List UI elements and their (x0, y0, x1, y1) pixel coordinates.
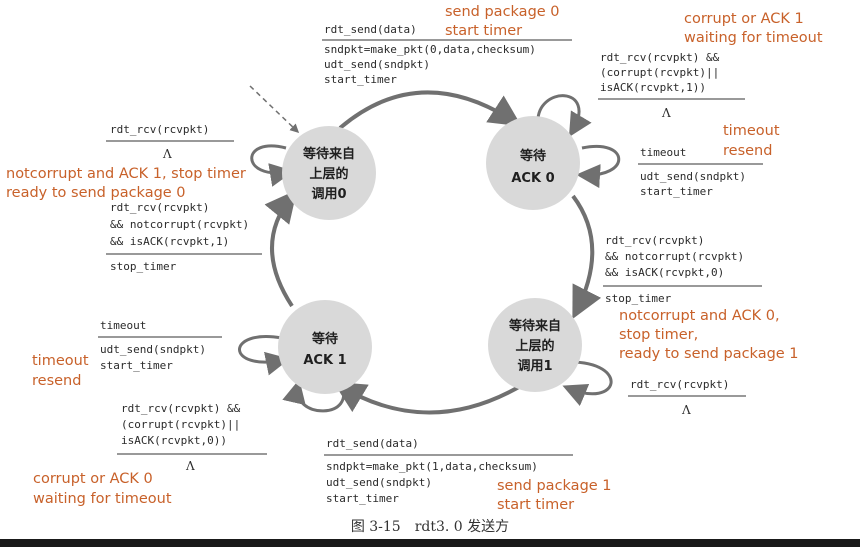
lambda-action: Λ (681, 403, 691, 417)
transition-event: rdt_rcv(rcvpkt) (110, 201, 209, 214)
state-label: 调用1 (517, 359, 552, 374)
note-line: resend (723, 143, 772, 159)
transition-action: start_timer (326, 492, 399, 505)
lambda-action: Λ (162, 147, 172, 161)
note-line: notcorrupt and ACK 1, stop timer (6, 166, 246, 182)
note-send0: send package 0 start timer (445, 4, 560, 39)
transition-action: stop_timer (110, 260, 177, 273)
transition-event: timeout (640, 146, 686, 159)
state-label: 等待来自 (508, 318, 561, 334)
note-line: timeout (723, 123, 780, 139)
transition-event: rdt_send(data) (324, 23, 417, 36)
note-corrupt-ack0: corrupt or ACK 0 waiting for timeout (33, 471, 172, 507)
note-line: start timer (445, 23, 522, 39)
state-label: 等待来自 (302, 146, 355, 162)
transition-event: (corrupt(rcvpkt)|| (121, 418, 240, 431)
note-send1: send package 1 start timer (497, 478, 612, 513)
lambda-action: Λ (185, 459, 195, 473)
transition-action: udt_send(sndpkt) (100, 343, 206, 356)
state-label: ACK 1 (303, 353, 346, 368)
transition-event: && notcorrupt(rcvpkt) (605, 250, 744, 263)
state-wait-ack-0: 等待 ACK 0 (486, 116, 580, 210)
note-line: corrupt or ACK 1 (684, 11, 804, 27)
transition-action: sndpkt=make_pkt(1,data,checksum) (326, 460, 538, 473)
arrow-ack1-to-call0 (264, 189, 298, 308)
state-wait-call-0: 等待来自 上层的 调用0 (282, 126, 376, 220)
transition-action: udt_send(sndpkt) (326, 476, 432, 489)
transition-event: && notcorrupt(rcvpkt) (110, 218, 249, 231)
loop-ack1-timeout (238, 335, 290, 376)
transition-event: rdt_rcv(rcvpkt) && (121, 402, 241, 415)
note-timeout-resend-left: timeout resend (32, 353, 89, 389)
state-label: 上层的 (309, 166, 348, 182)
loop-call0-rcv (250, 144, 294, 187)
note-line: timeout (32, 353, 89, 369)
transition-ack0-self-corrupt: rdt_rcv(rcvpkt) && (corrupt(rcvpkt)|| is… (598, 51, 745, 120)
state-label: ACK 0 (511, 171, 554, 186)
state-label: 调用0 (311, 187, 346, 202)
state-label: 等待 (311, 331, 338, 347)
transition-ack1-timeout: timeout udt_send(sndpkt) start_timer (98, 319, 222, 372)
transition-ack0-to-call1: rdt_rcv(rcvpkt) && notcorrupt(rcvpkt) &&… (603, 234, 762, 305)
transition-ack0-timeout: timeout udt_send(sndpkt) start_timer (638, 146, 763, 198)
transition-action: start_timer (100, 359, 173, 372)
note-line: waiting for timeout (684, 30, 823, 46)
note-timeout-resend-right: timeout resend (723, 123, 780, 159)
transition-call1-self: rdt_rcv(rcvpkt) Λ (628, 378, 746, 417)
note-line: stop timer, (619, 327, 698, 343)
transition-ack1-to-call0: rdt_rcv(rcvpkt) && notcorrupt(rcvpkt) &&… (106, 201, 262, 273)
bottom-edge-bar (0, 539, 860, 547)
transition-event: isACK(rcvpkt,0)) (121, 434, 227, 447)
transition-action: sndpkt=make_pkt(0,data,checksum) (324, 43, 536, 56)
note-line: ready to send package 0 (6, 185, 186, 201)
transition-event: isACK(rcvpkt,1)) (600, 81, 706, 94)
transition-action: start_timer (324, 73, 397, 86)
transition-action: udt_send(sndpkt) (640, 170, 746, 183)
note-line: send package 0 (445, 4, 560, 20)
transition-call0-self: rdt_rcv(rcvpkt) Λ (106, 123, 234, 161)
note-ack1-stop: notcorrupt and ACK 1, stop timer ready t… (6, 166, 246, 201)
transition-ack1-self-corrupt: rdt_rcv(rcvpkt) && (corrupt(rcvpkt)|| is… (117, 402, 267, 473)
state-wait-call-1: 等待来自 上层的 调用1 (488, 298, 582, 392)
note-line: ready to send package 1 (619, 346, 799, 362)
transition-event: timeout (100, 319, 146, 332)
transition-event: rdt_rcv(rcvpkt) (110, 123, 209, 136)
note-line: send package 1 (497, 478, 612, 494)
figure-caption: 图 3-15 rdt3. 0 发送方 (351, 519, 509, 535)
transition-event: rdt_rcv(rcvpkt) (605, 234, 704, 247)
note-ack0-stop: notcorrupt and ACK 0, stop timer, ready … (619, 308, 799, 362)
transition-event: && isACK(rcvpkt,0) (605, 266, 724, 279)
arrow-call1-to-ack1 (333, 381, 526, 415)
lambda-action: Λ (661, 106, 671, 120)
transition-event: && isACK(rcvpkt,1) (110, 235, 229, 248)
transition-call0-to-ack0: rdt_send(data) sndpkt=make_pkt(0,data,ch… (322, 23, 572, 86)
transition-event: (corrupt(rcvpkt)|| (600, 66, 719, 79)
state-label: 等待 (519, 148, 546, 164)
transition-call1-to-ack1: rdt_send(data) sndpkt=make_pkt(1,data,ch… (324, 437, 573, 505)
transition-action: stop_timer (605, 292, 672, 305)
loop-ack0-timeout (576, 144, 621, 189)
loop-call1-rcv (562, 360, 613, 407)
transition-action: udt_send(sndpkt) (324, 58, 430, 71)
note-line: resend (32, 373, 81, 389)
note-line: notcorrupt and ACK 0, (619, 308, 780, 324)
arrow-call0-to-ack0 (338, 90, 522, 130)
note-line: start timer (497, 497, 574, 513)
transition-action: start_timer (640, 185, 713, 198)
note-line: corrupt or ACK 0 (33, 471, 153, 487)
note-line: waiting for timeout (33, 491, 172, 507)
loop-ack1-corrupt (282, 379, 345, 413)
transition-event: rdt_rcv(rcvpkt) && (600, 51, 720, 64)
transition-event: rdt_send(data) (326, 437, 419, 450)
arrow-ack0-to-call1 (571, 194, 602, 320)
state-label: 上层的 (515, 338, 554, 354)
initial-arrow (249, 85, 300, 134)
state-wait-ack-1: 等待 ACK 1 (278, 300, 372, 394)
loop-ack0-corrupt (536, 94, 592, 138)
transition-event: rdt_rcv(rcvpkt) (630, 378, 729, 391)
note-corrupt-ack1: corrupt or ACK 1 waiting for timeout (684, 11, 823, 46)
